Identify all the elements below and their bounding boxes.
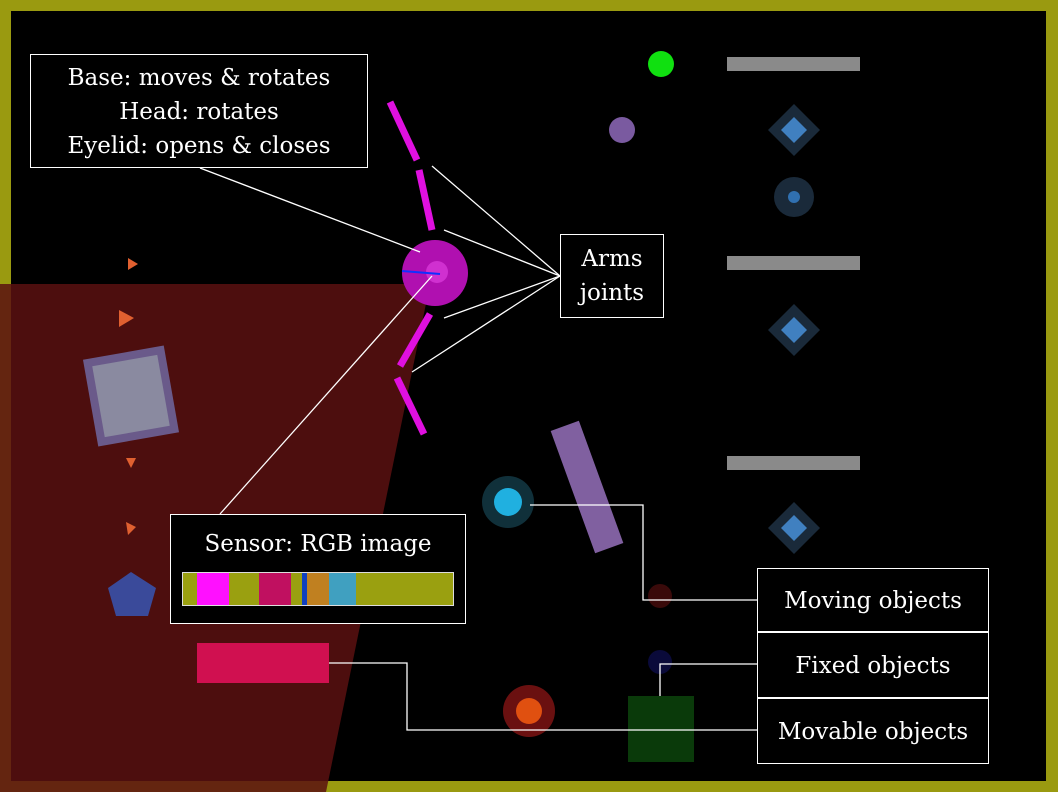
label-sensor: Sensor: RGB image — [170, 514, 466, 624]
leader-movable — [329, 662, 757, 731]
agent-arm-segment — [415, 169, 436, 231]
moving-circle-core — [494, 488, 522, 516]
moving-dot — [648, 584, 672, 608]
movable-triangle — [119, 310, 134, 327]
agent-arm-segment — [386, 100, 421, 162]
label-fixed-objects: Fixed objects — [757, 632, 989, 698]
label-head: Head: rotates — [119, 99, 279, 125]
fixed-square — [628, 696, 694, 762]
movable-square — [82, 345, 180, 447]
leader-arms — [443, 275, 561, 319]
agent-arm-segment — [396, 312, 434, 368]
sensor-strip-segment — [228, 573, 259, 605]
movable-triangle — [126, 522, 136, 535]
blue-diamond-core — [781, 317, 807, 343]
label-base-head-eyelid: Base: moves & rotates Head: rotates Eyel… — [30, 54, 368, 168]
leader-arms — [443, 229, 561, 277]
sensor-strip-segment — [290, 573, 302, 605]
moving-bar — [550, 420, 624, 554]
sensor-strip-segment — [301, 573, 308, 605]
fixed-circle — [648, 650, 672, 674]
leader-fixed — [659, 663, 757, 696]
movable-rectangle — [197, 643, 329, 683]
blue-diamond-core — [781, 117, 807, 143]
gray-bar — [727, 57, 860, 71]
movable-circle-core — [516, 698, 542, 724]
blue-diamond-core — [781, 515, 807, 541]
sensor-rgb-strip — [182, 572, 454, 606]
green-circle — [648, 51, 674, 77]
sensor-strip-segment — [183, 573, 197, 605]
label-arms-joints: Arms joints — [560, 234, 664, 318]
purple-circle — [609, 117, 635, 143]
agent-arm-segment — [393, 376, 428, 436]
label-moving-objects: Moving objects — [757, 568, 989, 632]
leader-moving — [530, 504, 757, 601]
sensor-strip-segment — [328, 573, 356, 605]
label-sensor-text: Sensor: RGB image — [204, 531, 432, 557]
blue-ring-core — [788, 191, 800, 203]
sensor-strip-segment — [355, 573, 453, 605]
label-eyelid: Eyelid: opens & closes — [67, 133, 331, 159]
agent-eyelid — [401, 270, 441, 275]
label-movable-objects: Movable objects — [757, 698, 989, 764]
leader-arms — [411, 275, 561, 373]
movable-triangle — [128, 258, 138, 270]
label-base: Base: moves & rotates — [67, 65, 331, 91]
agent — [386, 100, 468, 436]
sensor-strip-segment — [196, 573, 229, 605]
gray-bar — [727, 456, 860, 470]
movable-triangle — [126, 458, 136, 468]
sensor-strip-segment — [307, 573, 329, 605]
leader-sensor — [219, 275, 433, 515]
label-joints: joints — [579, 280, 645, 306]
label-arms: Arms — [581, 246, 643, 272]
leader-arms — [431, 165, 561, 277]
sensor-strip-segment — [258, 573, 291, 605]
leader-base — [199, 167, 421, 253]
leader-lines — [199, 165, 757, 731]
movable-pentagon — [108, 572, 156, 616]
gray-bar — [727, 256, 860, 270]
